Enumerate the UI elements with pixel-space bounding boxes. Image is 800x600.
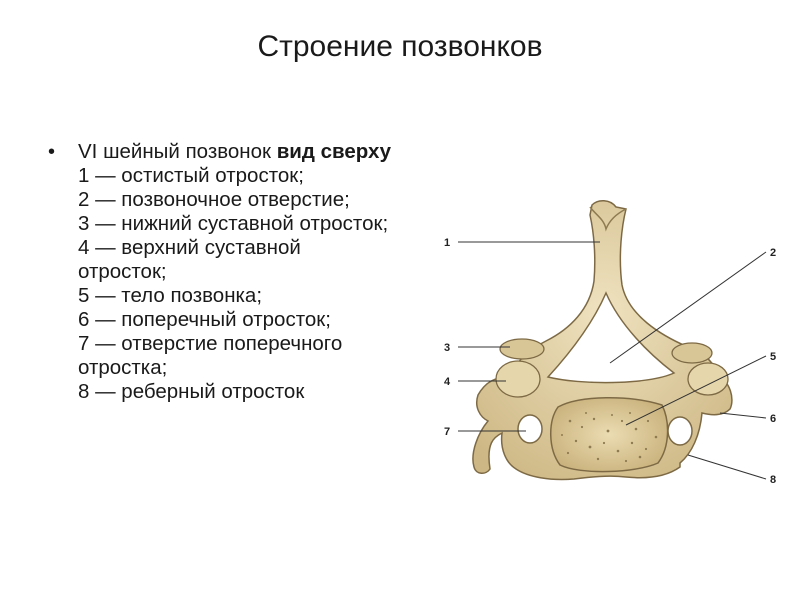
caption-heading: VI шейный позвонок вид сверху	[78, 140, 391, 163]
legend-item-6: 6 — поперечный отросток;	[78, 308, 331, 331]
callout-number-8: 8	[770, 474, 776, 486]
slide-title: Строение позвонков	[257, 30, 543, 63]
vertebra-figure: 1 2 3 4 5 6 7 8	[430, 185, 790, 515]
legend-item-2: 2 — позвоночное отверстие;	[78, 188, 350, 211]
callout-number-7: 7	[444, 426, 450, 438]
callout-number-1: 1	[444, 237, 450, 249]
vertebral-foramen-shape	[546, 291, 676, 384]
caption-block: • VI шейный позвонок вид сверху 1 — ости…	[48, 140, 393, 404]
legend-item-4: 4 — верхний суставной отросток;	[78, 236, 301, 283]
inferior-articular-process-right	[671, 342, 713, 364]
bullet-icon: •	[48, 141, 56, 163]
legend-item-8: 8 — реберный отросток	[78, 380, 305, 403]
callout-number-4: 4	[444, 376, 451, 388]
vertebral-body-shape	[550, 396, 669, 473]
transverse-foramen-right	[667, 416, 693, 446]
caption-heading-normal: VI шейный позвонок	[78, 140, 277, 163]
spinous-process-tip	[589, 206, 627, 232]
leader-lines	[458, 241, 767, 480]
callout-number-3: 3	[444, 342, 450, 354]
leader-line-2	[609, 251, 767, 364]
legend-item-7: 7 — отверстие поперечного отростка;	[78, 332, 343, 379]
legend-item-1: 1 — остистый отросток;	[78, 164, 304, 187]
leader-line-5	[625, 355, 767, 426]
leader-line-6	[719, 412, 767, 419]
callout-number-6: 6	[770, 413, 776, 425]
callout-number-5: 5	[770, 351, 776, 363]
vertebra-illustration: 1 2 3 4 5 6 7 8	[444, 200, 776, 486]
legend-item-5: 5 — тело позвонка;	[78, 284, 263, 307]
inferior-articular-process-left	[499, 338, 545, 360]
caption-text: VI шейный позвонок вид сверху 1 — остист…	[78, 140, 393, 404]
leader-line-8	[687, 454, 767, 480]
caption-heading-bold: вид сверху	[276, 140, 392, 163]
legend-item-3: 3 — нижний суставной отросток;	[78, 212, 389, 235]
vertebral-body-pores	[561, 412, 658, 463]
superior-articular-process-right	[687, 362, 729, 396]
callout-number-2: 2	[770, 247, 776, 259]
transverse-foramen-left	[517, 414, 543, 444]
superior-articular-process-left	[495, 360, 541, 398]
